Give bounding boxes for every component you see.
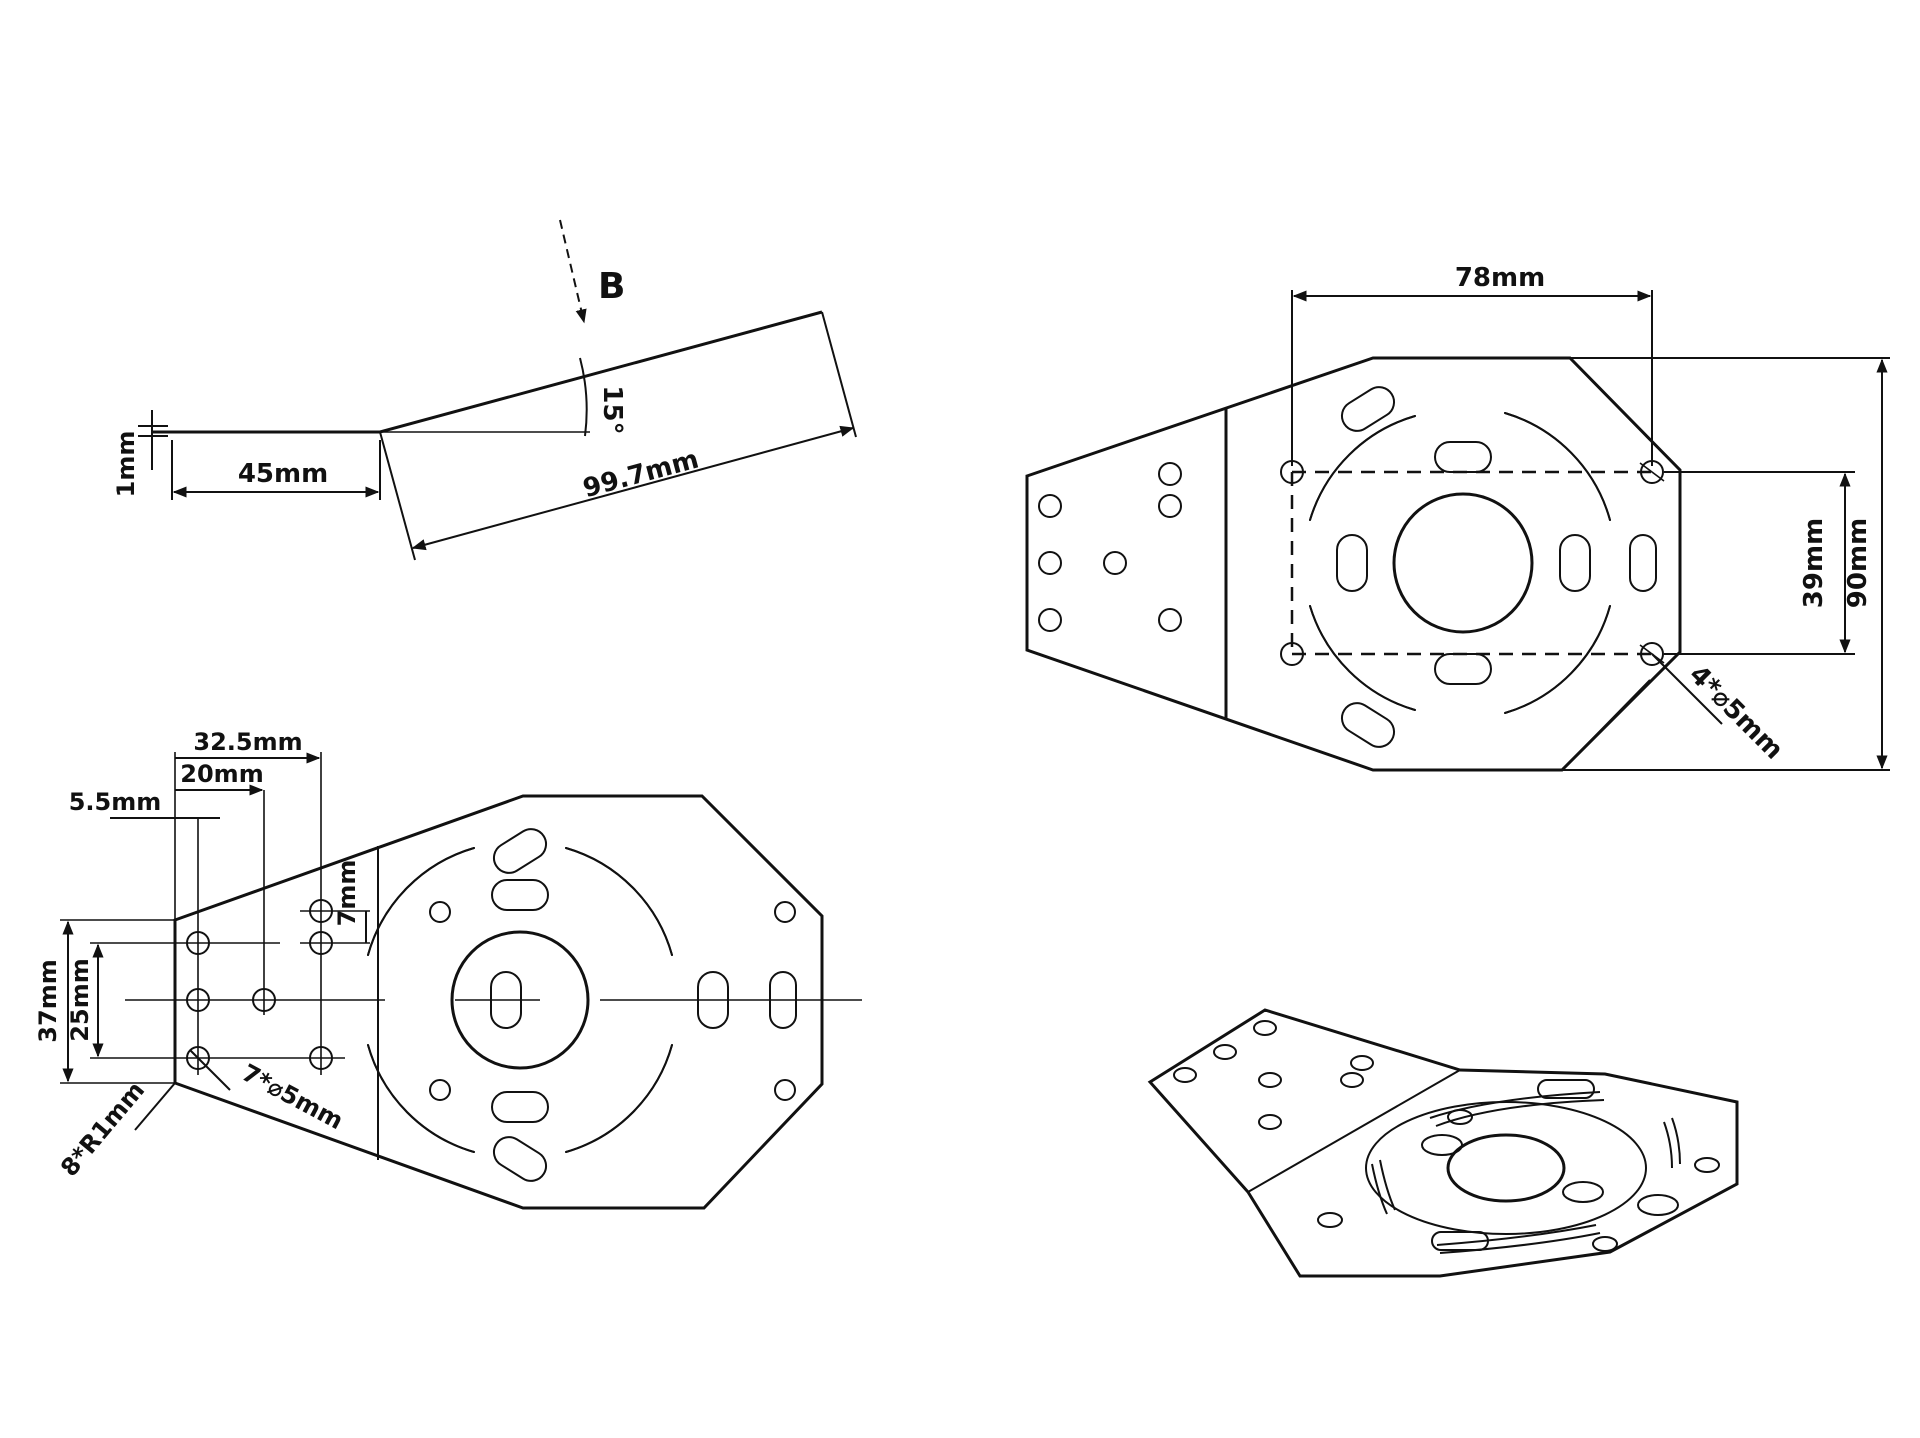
- slot: [1562, 1181, 1604, 1203]
- dim-25-label: 25mm: [66, 958, 94, 1041]
- slot: [1637, 1194, 1679, 1216]
- mount-hole: [1158, 608, 1182, 632]
- angle-label: 15°: [597, 385, 627, 434]
- slot: [697, 971, 729, 1029]
- center-bore: [1392, 492, 1534, 634]
- mount-hole: [1038, 494, 1062, 518]
- dim-37: 37mm: [34, 919, 175, 1084]
- dim-25: 25mm: [66, 943, 104, 1058]
- mount-hole: [1340, 1072, 1364, 1088]
- slot: [492, 828, 548, 874]
- slot: [490, 971, 522, 1029]
- dim-5: 5.5mm: [69, 788, 220, 819]
- dim-20-label: 20mm: [180, 760, 263, 788]
- mount-hole: [1103, 551, 1127, 575]
- center-pattern: [367, 828, 797, 1182]
- left-wing-holes: [90, 752, 370, 1075]
- thickness-label: 1mm: [112, 431, 140, 498]
- hole-spacing-label: 39mm: [1799, 518, 1829, 608]
- slot: [1336, 534, 1368, 592]
- slot: [491, 879, 549, 911]
- height-dimension: 90mm: [1562, 357, 1890, 771]
- mount-hole: [1258, 1072, 1282, 1088]
- height-label: 90mm: [1843, 518, 1873, 608]
- hole-callout: 4*⌀5mm: [1651, 653, 1789, 766]
- mount-hole: [429, 901, 451, 923]
- mount-hole: [1038, 551, 1062, 575]
- mount-hole: [1258, 1114, 1282, 1130]
- radius-callout: 8*R1mm: [55, 1076, 176, 1182]
- dim-5-label: 5.5mm: [69, 788, 162, 816]
- slot: [1434, 653, 1492, 685]
- flat-length-label: 45mm: [238, 459, 328, 489]
- slot: [1559, 534, 1591, 592]
- angle-dimension: 15°: [380, 357, 627, 437]
- hole-callout-label: 4*⌀5mm: [1683, 660, 1789, 766]
- mount-hole: [1158, 462, 1182, 486]
- flat-length-dimension: 45mm: [171, 440, 381, 500]
- dim-37-label: 37mm: [34, 959, 62, 1042]
- slot: [1537, 1079, 1595, 1099]
- center-pattern: [1317, 1079, 1720, 1254]
- width-label: 78mm: [1455, 263, 1545, 293]
- slope-length-label: 99.7mm: [580, 444, 702, 504]
- dim-32: 32.5mm: [174, 728, 321, 930]
- dim-20: 20mm: [175, 760, 264, 796]
- mount-hole: [1173, 1067, 1197, 1083]
- side-view: 1mm 45mm 99.7mm 15° B: [112, 219, 857, 561]
- mount-hole: [1694, 1157, 1720, 1173]
- left-view: 32.5mm 20mm 5.5mm 7mm 37mm 25mm 7*⌀5mm: [34, 728, 862, 1210]
- center-bore: [1446, 1133, 1566, 1203]
- center-pattern: [1309, 386, 1657, 748]
- slot: [1629, 534, 1657, 592]
- dim-7: 7mm: [333, 860, 367, 943]
- slot: [769, 971, 797, 1029]
- mount-hole: [1253, 1020, 1277, 1036]
- hole-spacing-dimension: 39mm: [1664, 471, 1855, 655]
- slot: [1434, 441, 1492, 473]
- mount-hole: [429, 1079, 451, 1101]
- slot: [491, 1091, 549, 1123]
- plate-outline: [1147, 1008, 1739, 1278]
- mount-hole: [774, 1079, 796, 1101]
- view-direction-label: B: [598, 266, 625, 307]
- dim-7-label: 7mm: [333, 860, 361, 927]
- isometric-view: [1147, 1008, 1739, 1278]
- mount-hole: [774, 901, 796, 923]
- slot: [1421, 1134, 1463, 1156]
- mount-hole: [1350, 1055, 1374, 1071]
- dim-32-label: 32.5mm: [193, 728, 302, 756]
- left-wing-holes: [1173, 1020, 1374, 1130]
- thickness-dimension: 1mm: [112, 410, 168, 497]
- plate-outline: [1025, 356, 1682, 772]
- mount-hole: [1213, 1044, 1237, 1060]
- top-view: 78mm 39mm 90mm 4*⌀5mm: [1025, 263, 1890, 772]
- plate-outline: [173, 794, 824, 1210]
- mount-hole: [1317, 1212, 1343, 1228]
- hole-callout: 7*⌀5mm: [189, 1049, 348, 1135]
- mount-hole: [1158, 494, 1182, 518]
- slot: [492, 1136, 548, 1182]
- mount-hole: [1038, 608, 1062, 632]
- slope-length-dimension: 99.7mm: [411, 425, 855, 551]
- mount-hole: [1592, 1236, 1618, 1252]
- center-bore: [450, 930, 590, 1070]
- corner-holes: [1280, 460, 1665, 666]
- left-wing-holes: [1038, 462, 1182, 632]
- width-dimension: 78mm: [1291, 263, 1653, 466]
- view-direction-arrow: B: [559, 219, 625, 324]
- slot: [1340, 702, 1396, 748]
- slot: [1340, 386, 1396, 432]
